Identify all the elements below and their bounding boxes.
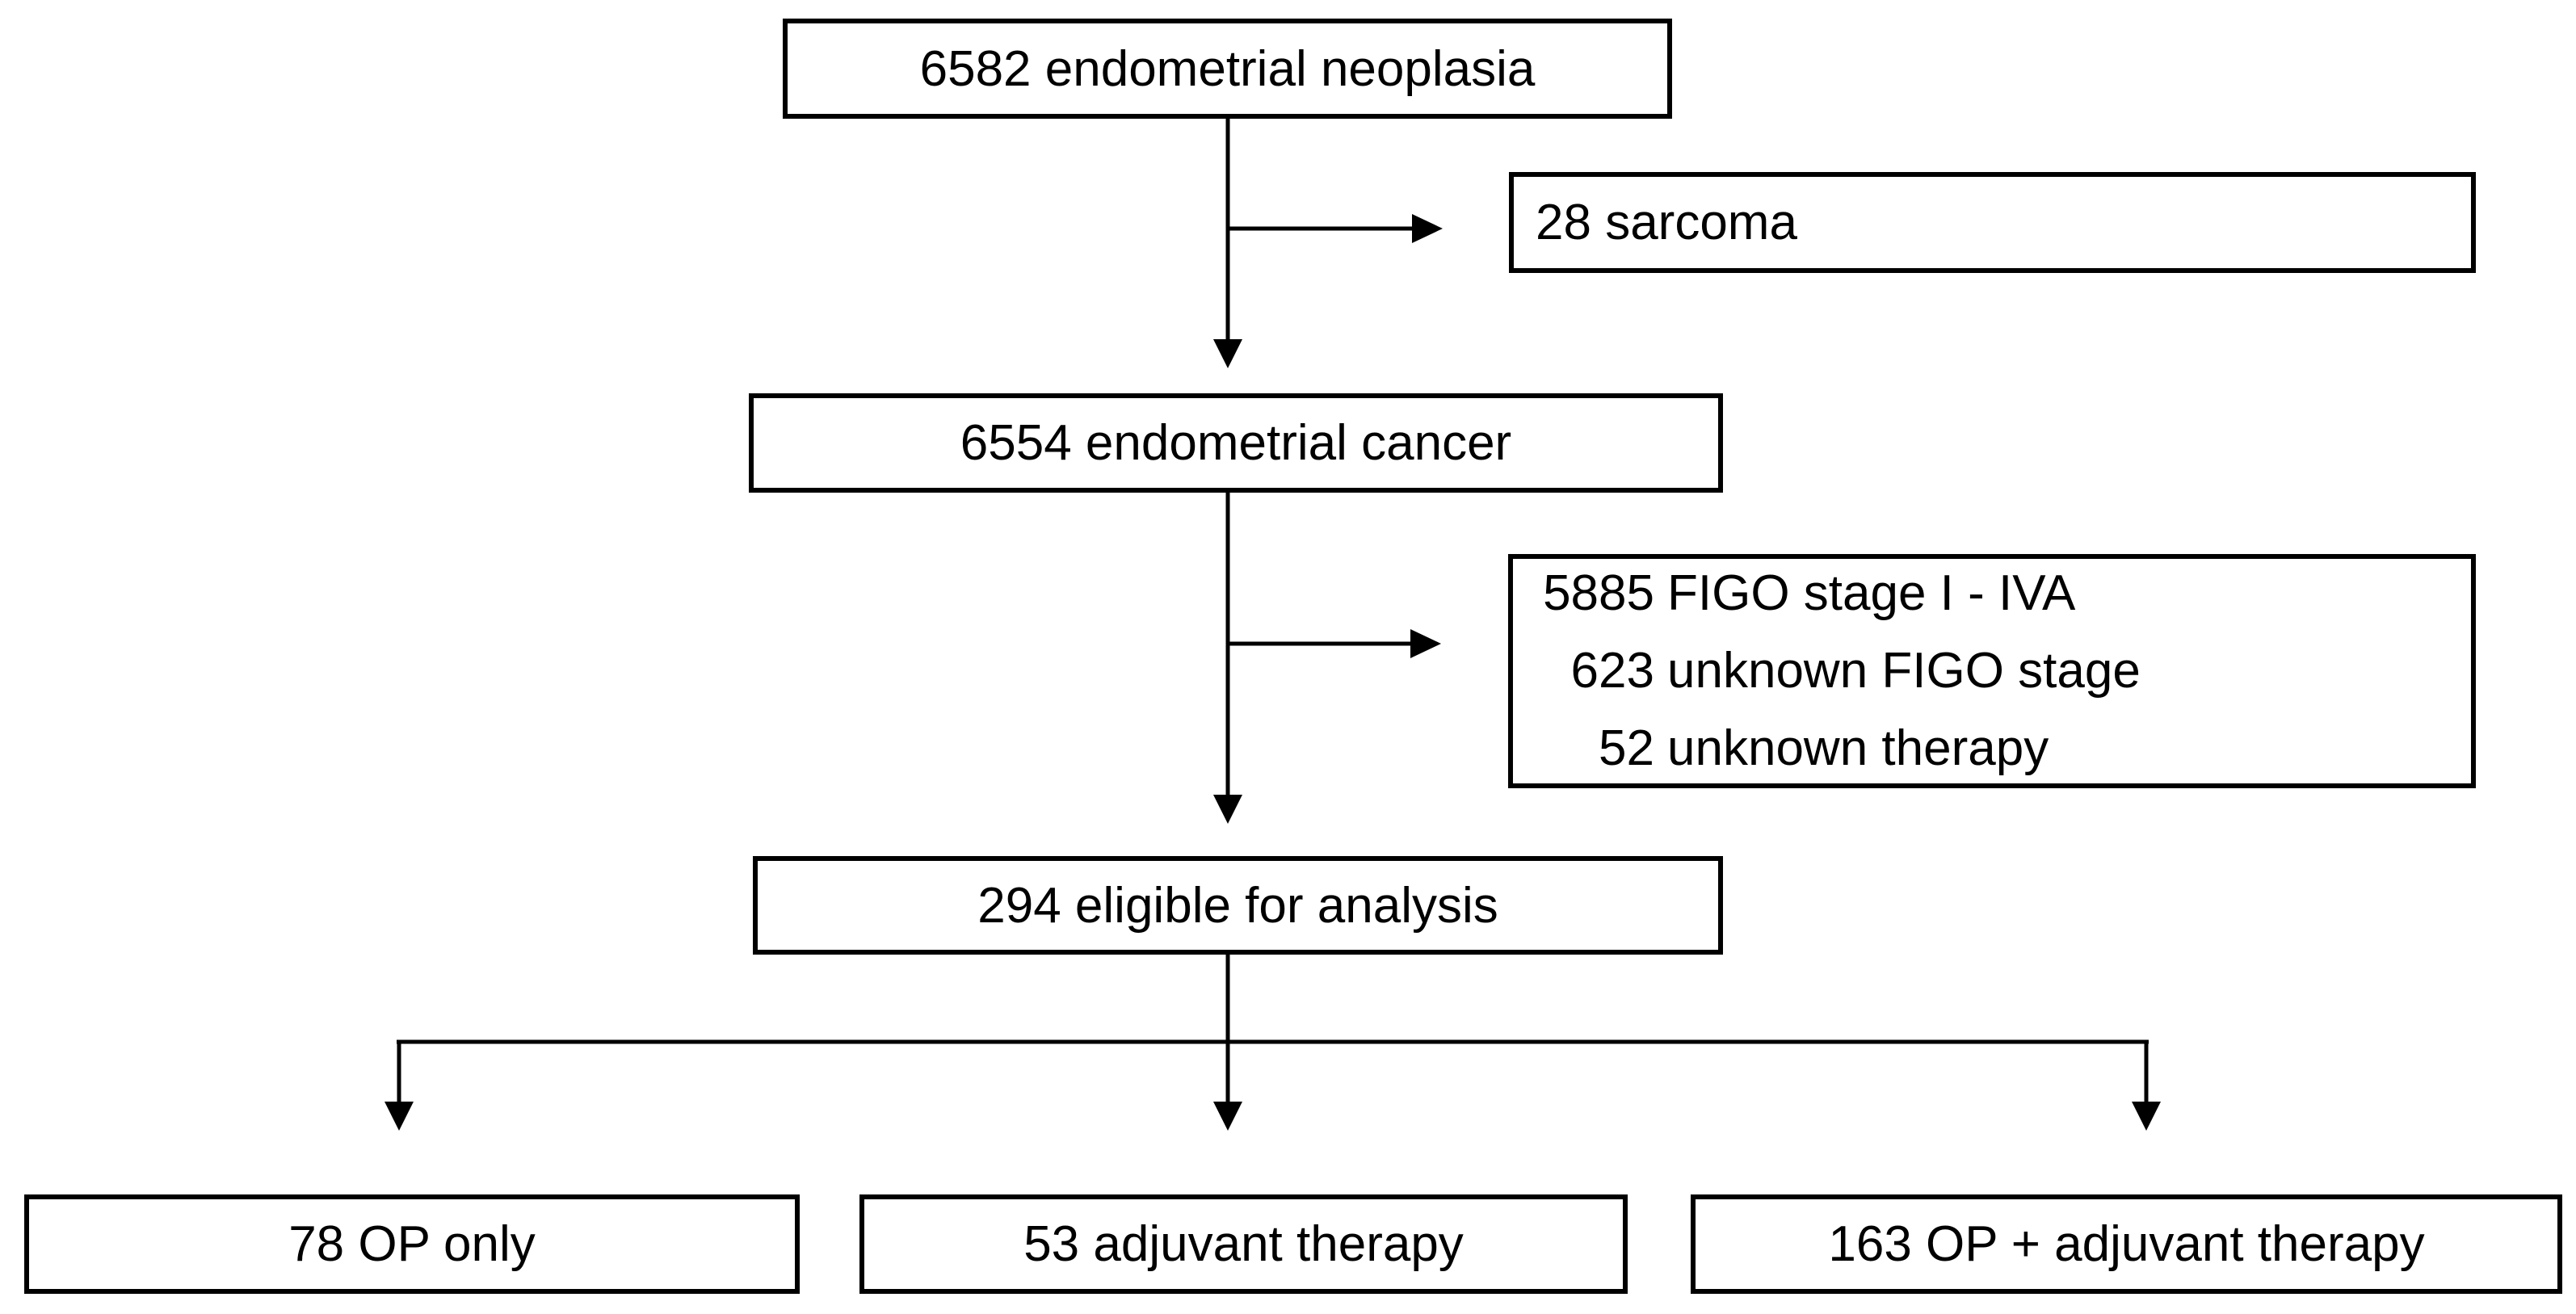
node-op-adjuvant-box: 163 OP + adjuvant therapy [1691, 1194, 2562, 1294]
node-cancer-label: 6554 endometrial cancer [960, 415, 1512, 471]
node-op-adjuvant-label: 163 OP + adjuvant therapy [1828, 1216, 2425, 1272]
excluded-count-unknown-therapy: 52 [1599, 720, 1654, 776]
node-total-label: 6582 endometrial neoplasia [919, 40, 1536, 97]
excluded-label-unknown-stage: unknown FIGO stage [1667, 643, 2141, 699]
node-sarcoma-label: 28 sarcoma [1536, 195, 1797, 250]
excluded-label-unknown-therapy: unknown therapy [1667, 720, 2049, 776]
node-op-only-box: 78 OP only [24, 1194, 800, 1294]
excluded-count-figo-stage: 5885 [1543, 565, 1654, 621]
arrow-to-sarcoma [1228, 214, 1443, 243]
branch-eligible-to-groups [385, 955, 2161, 1131]
node-adjuvant-label: 53 adjuvant therapy [1023, 1216, 1464, 1272]
excluded-line-unknown-stage: 623 unknown FIGO stage [1533, 632, 2471, 710]
node-cancer-box: 6554 endometrial cancer [749, 393, 1723, 493]
node-total-box: 6582 endometrial neoplasia [783, 19, 1672, 119]
node-excluded-box: 5885 FIGO stage I - IVA 623 unknown FIGO… [1508, 554, 2476, 788]
arrow-cancer-to-eligible [1213, 493, 1242, 824]
excluded-count-unknown-stage: 623 [1570, 643, 1654, 699]
node-sarcoma-box: 28 sarcoma [1509, 172, 2476, 273]
node-op-only-label: 78 OP only [288, 1216, 536, 1272]
excluded-line-figo-stage: 5885 FIGO stage I - IVA [1533, 555, 2471, 632]
arrow-to-excluded [1228, 629, 1441, 658]
arrow-total-to-cancer [1213, 119, 1242, 368]
excluded-line-unknown-therapy: 52 unknown therapy [1533, 710, 2471, 787]
node-eligible-label: 294 eligible for analysis [977, 877, 1498, 934]
node-eligible-box: 294 eligible for analysis [753, 856, 1723, 955]
node-adjuvant-box: 53 adjuvant therapy [859, 1194, 1628, 1294]
excluded-label-figo-stage: FIGO stage I - IVA [1667, 565, 2076, 621]
